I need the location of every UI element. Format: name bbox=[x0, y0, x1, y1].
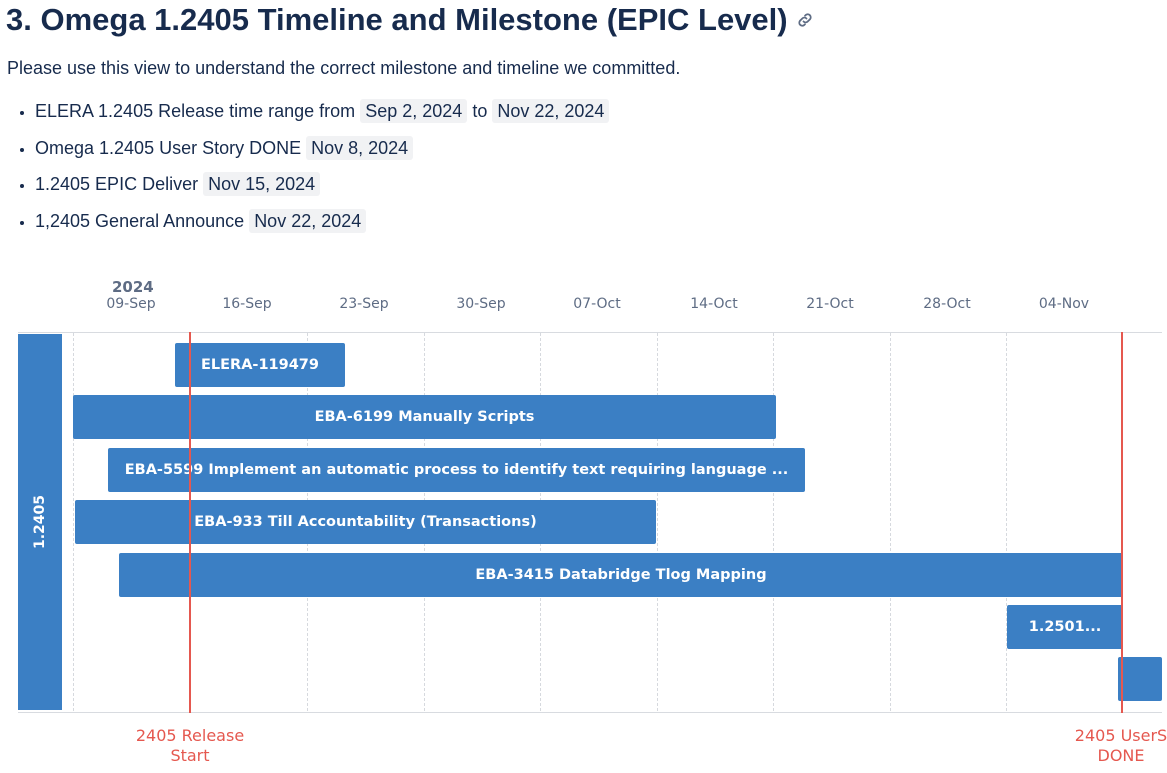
epic-bar[interactable]: 1.2501... bbox=[1007, 605, 1123, 649]
intro-text: Please use this view to understand the c… bbox=[7, 58, 681, 78]
chart-frame bbox=[18, 332, 1162, 713]
milestone-text: 1.2405 EPIC Deliver bbox=[35, 174, 199, 194]
epic-bar[interactable] bbox=[1118, 657, 1162, 701]
tick-label: 04-Nov bbox=[1038, 296, 1090, 312]
epic-bar[interactable]: EBA-3415 Databridge Tlog Mapping bbox=[119, 553, 1123, 597]
release-group-label: 1.2405 bbox=[32, 494, 48, 550]
milestone-text: Omega 1.2405 User Story DONE bbox=[35, 137, 302, 158]
tick-label: 07-Oct bbox=[573, 296, 621, 312]
list-item: Omega 1.2405 User Story DONE Nov 8, 2024 bbox=[35, 133, 609, 170]
gridline bbox=[773, 333, 774, 711]
tick-label: 28-Oct bbox=[923, 296, 971, 312]
date-chip[interactable]: Nov 15, 2024 bbox=[203, 172, 321, 196]
date-chip[interactable]: Sep 2, 2024 bbox=[360, 99, 468, 123]
tick-label: 23-Sep bbox=[339, 296, 389, 312]
tick-label: 21-Oct bbox=[806, 296, 854, 312]
milestone-list: ELERA 1.2405 Release time range from Sep… bbox=[0, 96, 610, 243]
date-chip[interactable]: Nov 22, 2024 bbox=[492, 99, 610, 123]
tick-label: 09-Sep bbox=[106, 296, 156, 312]
release-start-marker bbox=[189, 332, 191, 713]
milestone-text: 1,2405 General Announce bbox=[35, 210, 245, 231]
gridline bbox=[657, 333, 658, 711]
userstory-done-marker bbox=[1121, 332, 1123, 713]
link-icon[interactable] bbox=[796, 11, 814, 29]
epic-bar[interactable]: EBA-5599 Implement an automatic process … bbox=[108, 448, 805, 492]
tick-label: 30-Sep bbox=[456, 296, 506, 312]
epic-bar[interactable]: EBA-933 Till Accountability (Transaction… bbox=[75, 500, 656, 544]
list-item: ELERA 1.2405 Release time range from Sep… bbox=[35, 96, 610, 133]
milestone-connector: to bbox=[472, 101, 488, 121]
tick-label: 16-Sep bbox=[222, 296, 272, 312]
milestone-text: ELERA 1.2405 Release time range from bbox=[35, 101, 356, 121]
date-chip[interactable]: Nov 8, 2024 bbox=[306, 135, 414, 160]
page-title-text: 3. Omega 1.2405 Timeline and Milestone (… bbox=[6, 2, 788, 37]
release-group-bar[interactable] bbox=[18, 334, 62, 710]
list-item: 1.2405 EPIC Deliver Nov 15, 2024 bbox=[35, 169, 609, 206]
gridline bbox=[73, 333, 74, 711]
userstory-done-label: 2405 UserS DONE bbox=[1074, 726, 1167, 765]
release-start-label: 2405 Release Start bbox=[135, 726, 245, 765]
gridline bbox=[890, 333, 891, 711]
page-title: 3. Omega 1.2405 Timeline and Milestone (… bbox=[6, 2, 814, 38]
epic-bar[interactable]: EBA-6199 Manually Scripts bbox=[73, 395, 776, 439]
tick-label: 14-Oct bbox=[690, 296, 738, 312]
timeline-chart: 2024 09-Sep 16-Sep 23-Sep 30-Sep 07-Oct … bbox=[0, 270, 1167, 773]
year-label: 2024 bbox=[112, 278, 154, 296]
epic-bar[interactable]: ELERA-119479 bbox=[175, 343, 345, 387]
list-item: 1,2405 General Announce Nov 22, 2024 bbox=[35, 206, 609, 243]
date-chip[interactable]: Nov 22, 2024 bbox=[249, 208, 367, 233]
gridline bbox=[1006, 333, 1007, 711]
